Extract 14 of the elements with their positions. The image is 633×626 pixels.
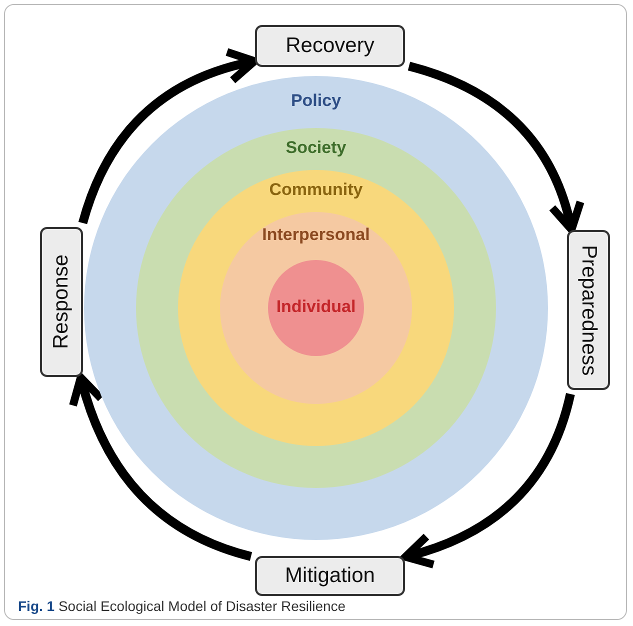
ring-label: Individual [275, 297, 357, 317]
curved-arrow [70, 374, 252, 561]
ring-label: Policy [290, 91, 342, 111]
stage-box: Response [40, 227, 83, 377]
ring-label: Community [268, 180, 364, 200]
ring-label: Society [284, 138, 348, 158]
stage-box: Preparedness [567, 230, 610, 390]
stage-box: Mitigation [255, 556, 405, 596]
curved-arrow [408, 62, 584, 234]
stage-box: Recovery [255, 25, 405, 67]
curved-arrow [402, 392, 575, 568]
figure-caption: Fig. 1 Social Ecological Model of Disaster Resilience [18, 598, 346, 614]
ring-label: Interpersonal [261, 225, 371, 245]
curved-arrow [78, 49, 258, 224]
